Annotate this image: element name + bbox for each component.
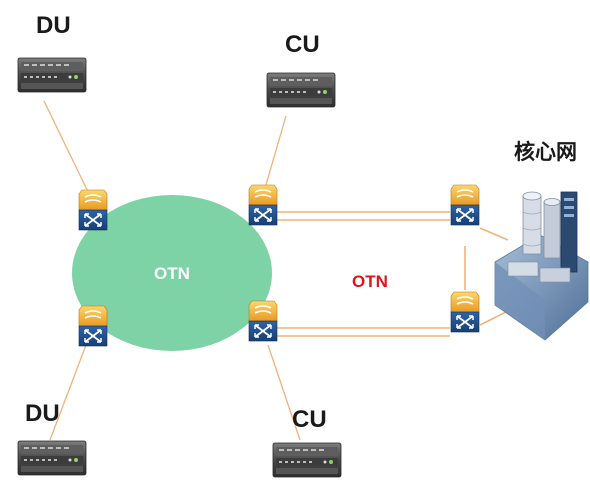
otn-switch-icon — [450, 184, 480, 226]
core-network-label: 核心网 — [514, 140, 577, 164]
du-top-label: DU — [36, 12, 71, 39]
cu-bottom-equipment-icon — [272, 442, 342, 478]
link-cu-top — [262, 115, 287, 196]
cu-bottom-label: CU — [292, 406, 327, 433]
otn-cloud — [72, 195, 272, 351]
otn-switch-icon — [248, 300, 278, 342]
otn-switch-icon — [450, 291, 480, 333]
link-du-bottom — [49, 344, 87, 441]
otn-link-label: OTN — [352, 272, 388, 291]
otn-switch-icon — [78, 189, 108, 231]
du-bottom-equipment-icon — [17, 440, 87, 476]
cu-top-equipment-icon — [266, 72, 336, 108]
otn-switch-icon — [78, 305, 108, 347]
link-du-top — [43, 100, 93, 201]
link-core-upper — [479, 227, 509, 241]
du-top-equipment-icon — [17, 57, 87, 93]
link-cu-bottom — [267, 344, 301, 441]
otn-cloud-label: OTN — [154, 264, 190, 283]
otn-switch-icon — [248, 184, 278, 226]
du-bottom-label: DU — [25, 400, 60, 427]
core-network-icon — [494, 191, 589, 341]
cu-top-label: CU — [285, 31, 320, 58]
